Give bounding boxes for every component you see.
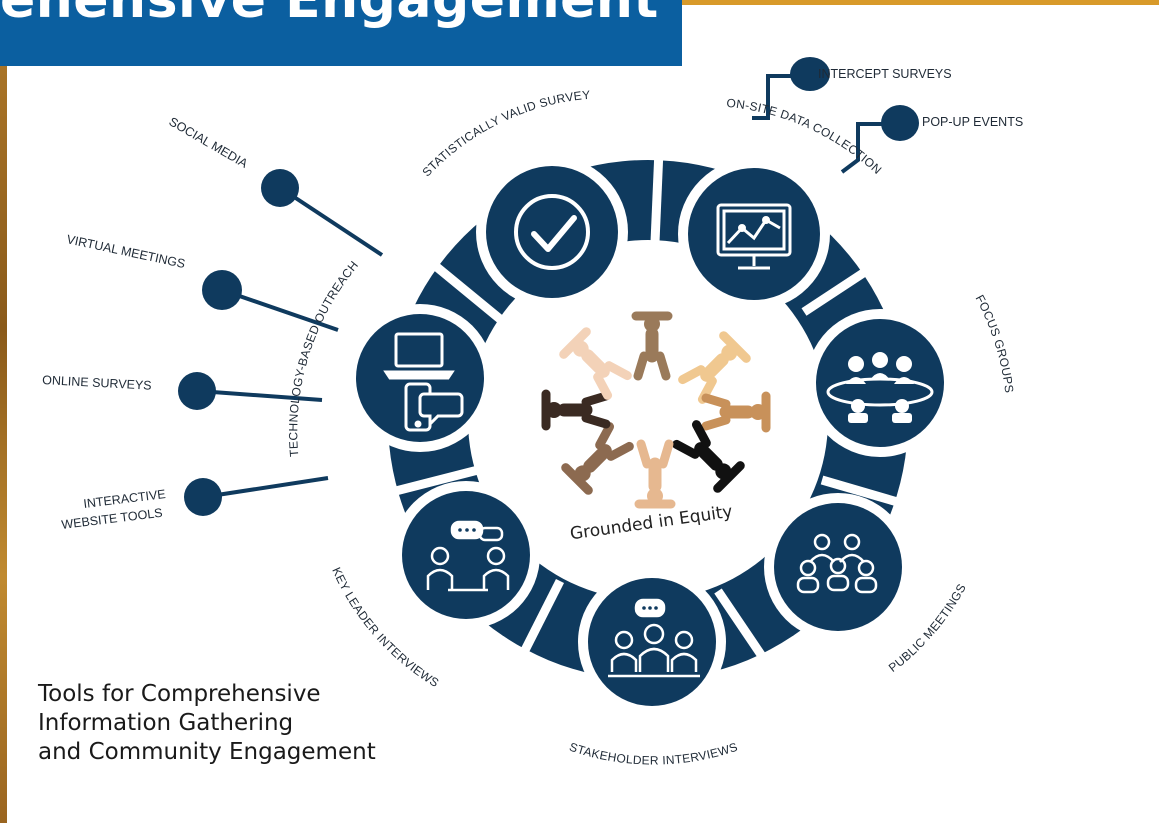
segment-keyleader <box>392 481 540 629</box>
branch-node-social <box>261 169 299 207</box>
branch-node-interactive <box>184 478 222 516</box>
segment-dividers <box>378 149 927 673</box>
checkmark-icon <box>514 194 590 270</box>
panel-discussion-icon <box>608 598 700 678</box>
top-accent-rule <box>682 0 1159 5</box>
branch-line-social <box>280 187 384 257</box>
branch-line-popup <box>840 122 888 174</box>
segment-stakeholder <box>578 568 726 716</box>
branch-node-virtual <box>202 270 242 310</box>
segment-public <box>764 493 912 641</box>
audience-icon <box>796 533 878 594</box>
segment-label-focus: FOCUS GROUPS <box>973 293 1017 394</box>
branch-line-interactive <box>203 476 329 499</box>
segment-onsite <box>678 158 830 310</box>
branch-line-online <box>198 389 323 402</box>
branch-line-virtual <box>221 288 339 332</box>
branch-node-online <box>178 372 216 410</box>
laptop-phone-icon <box>383 332 464 432</box>
caption-line-3: and Community Engagement <box>38 739 376 765</box>
conversation-icon <box>426 520 510 592</box>
page-title: ehensive Engagement <box>0 0 659 30</box>
branch-node-popup <box>881 105 919 141</box>
branch-label-online: ONLINE SURVEYS <box>42 373 152 393</box>
branch-label-interactive-2: WEBSITE TOOLS <box>61 506 164 532</box>
caption-line-2: Information Gathering <box>38 710 294 736</box>
caption: Tools for Comprehensive Information Gath… <box>38 680 376 767</box>
branch-label-virtual: VIRTUAL MEETINGS <box>65 232 186 271</box>
title-banner: ehensive Engagement <box>0 0 682 66</box>
segment-statistical <box>476 156 628 308</box>
branch-lines <box>198 74 888 499</box>
branch-label-social: SOCIAL MEDIA <box>167 114 251 171</box>
group-table-icon <box>826 352 934 423</box>
branch-line-intercept <box>752 74 792 120</box>
branch-node-intercept <box>790 57 830 91</box>
monitor-chart-icon <box>716 203 792 270</box>
segment-focus <box>806 309 954 457</box>
diverse-people-circle-icon <box>541 311 771 509</box>
caption-line-1: Tools for Comprehensive <box>38 681 321 707</box>
left-edge-decoration <box>0 0 7 823</box>
ring-inner-hole <box>468 240 828 600</box>
segment-label-stakeholder: STAKEHOLDER INTERVIEWS <box>568 740 740 768</box>
branch-label-intercept: INTERCEPT SURVEYS <box>818 67 952 81</box>
branch-label-popup: POP-UP EVENTS <box>922 115 1023 129</box>
segment-technology <box>346 304 494 452</box>
